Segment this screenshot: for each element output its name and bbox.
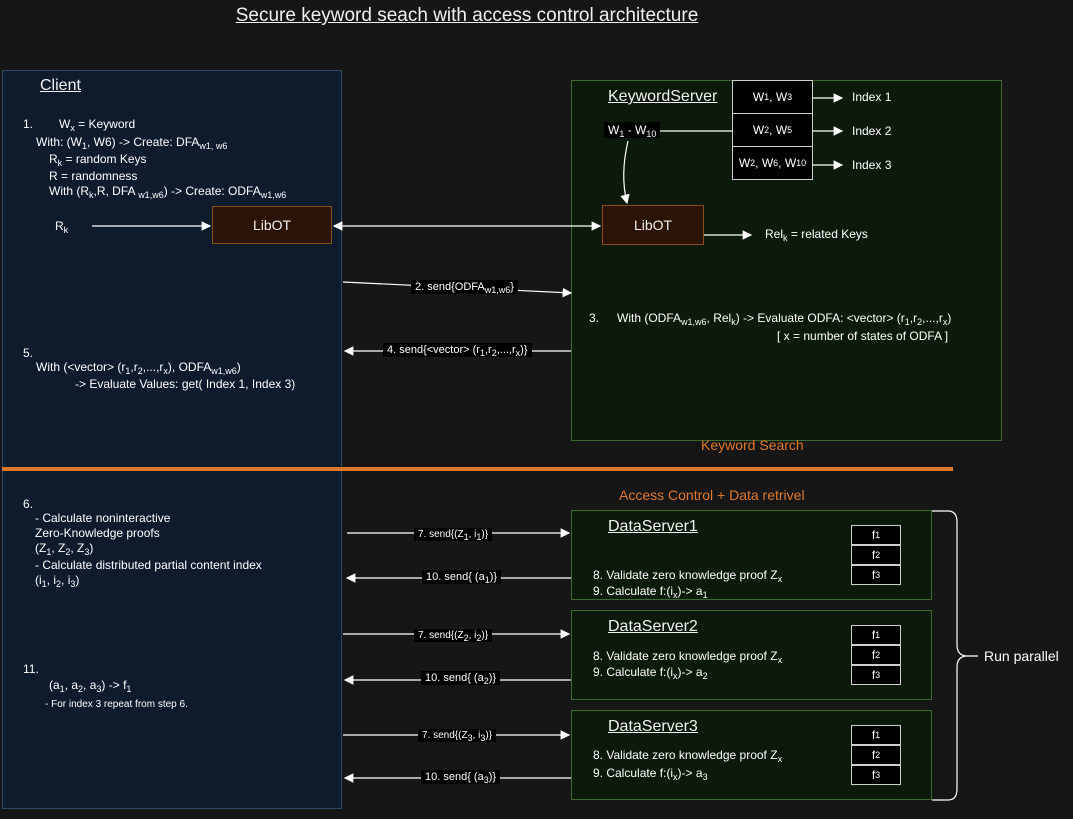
message-10-ds1-label: 10. send{ (a1)}: [422, 570, 502, 585]
step6-line2: Zero-Knowledge proofs: [35, 526, 160, 540]
run-parallel-brace: [932, 510, 978, 801]
run-parallel-label: Run parallel: [984, 648, 1059, 664]
index-1-label: Index 1: [852, 90, 892, 104]
page-title: Secure keyword seach with access control…: [235, 5, 699, 26]
step5-line1: With (<vector> (r1,r2,...,rx), ODFAw1,w6…: [36, 360, 241, 376]
data-server-2-calculate: 9. Calculate f:(ix)-> a2: [593, 665, 708, 681]
data-server-3-validate: 8. Validate zero knowledge proof Zx: [593, 748, 783, 764]
step6-number: 6.: [23, 497, 34, 511]
step6-line4: - Calculate distributed partial content …: [35, 558, 262, 572]
step1-keyword-line: Wx = Keyword: [59, 117, 136, 133]
message-10-ds3-label: 10. send{ (a3)}: [421, 770, 501, 785]
keyword-search-label: Keyword Search: [701, 437, 804, 453]
step11-line2: - For index 3 repeat from step 6.: [45, 699, 188, 710]
step6-line1: - Calculate noninteractive: [35, 511, 171, 525]
message-7-ds2-label: 7. send{(Z2, i2)}: [414, 629, 493, 643]
access-control-label: Access Control + Data retrivel: [619, 487, 805, 503]
step3-line1: With (ODFAw1,w6, Relk) -> Evaluate ODFA:…: [617, 311, 952, 327]
server-libot-box: LibOT: [602, 205, 704, 245]
step11-line1: (a1, a2, a3) -> f1: [49, 678, 132, 694]
data-server-3-heading: DataServer3: [608, 718, 698, 735]
client-libot-box: LibOT: [212, 206, 332, 244]
message-2-label: 2. send{ODFAw1,w6}: [411, 280, 518, 295]
step5-line2: -> Evaluate Values: get( Index 1, Index …: [75, 377, 296, 391]
data-server-1-calculate: 9. Calculate f:(ix)-> a1: [593, 584, 708, 600]
index-2-label: Index 2: [852, 124, 892, 138]
step6-line5: (i1, i2, i3): [35, 573, 80, 589]
step6-line3: (Z1, Z2, Z3): [35, 541, 94, 557]
range-to-libot-arrow: [620, 140, 630, 205]
step1-random-keys-line: Rk = random Keys: [49, 152, 147, 168]
data-server-1-validate: 8. Validate zero knowledge proof Zx: [593, 568, 783, 584]
rk-input-label: Rk: [55, 219, 69, 235]
step3-line2: [ x = number of states of ODFA ]: [777, 329, 949, 343]
client-panel: [2, 70, 342, 809]
client-heading: Client: [40, 77, 81, 94]
step11-number: 11.: [23, 662, 39, 676]
step5-number: 5.: [23, 346, 34, 360]
step1-create-dfa-line: With: (W1, W6) -> Create: DFAw1, w6: [36, 135, 228, 151]
step1-create-odfa-line: With (Rk,R, DFA w1,w6) -> Create: ODFAw1…: [49, 184, 287, 200]
message-4-label: 4. send{<vector> (r1,r2,...,rx)}: [383, 343, 532, 358]
section-separator: [2, 467, 953, 471]
message-7-ds3-label: 7. send{(Z3, i3)}: [418, 729, 497, 743]
step3-number: 3.: [589, 311, 600, 325]
keyword-server-heading: KeywordServer: [608, 88, 718, 105]
message-10-ds2-label: 10. send{ (a2)}: [421, 671, 501, 686]
data-server-1-heading: DataServer1: [608, 518, 698, 535]
data-server-2-heading: DataServer2: [608, 618, 698, 635]
keyword-range-label: W1 - W10: [604, 122, 661, 139]
data-server-3-calculate: 9. Calculate f:(ix)-> a3: [593, 766, 708, 782]
message-7-ds1-label: 7. send{(Z1, i1)}: [414, 528, 493, 542]
related-keys-label: Relk = related Keys: [765, 227, 868, 243]
step1-number: 1.: [23, 117, 34, 131]
data-server-2-validate: 8. Validate zero knowledge proof Zx: [593, 649, 783, 665]
step1-randomness-line: R = randomness: [49, 169, 138, 183]
index-3-label: Index 3: [852, 158, 892, 172]
